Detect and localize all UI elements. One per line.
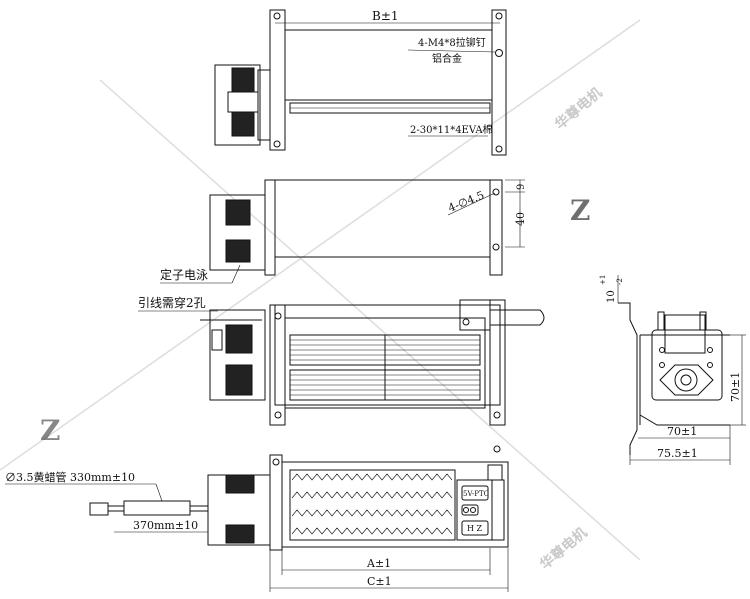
- wire-hole-note: 引线需穿2孔: [138, 295, 206, 310]
- front-view: 9 40 4-∅4.5 定子电泳: [160, 179, 527, 284]
- ptc-label: 5V-PTC: [463, 490, 489, 498]
- tol-up-label: +1: [599, 275, 607, 285]
- watermark-z-mark: Z: [570, 194, 590, 227]
- rivet-note: 4-M4*8拉铆钉: [418, 36, 486, 49]
- dim-10-label: 10: [606, 290, 617, 303]
- watermark-text: 华尊电机: [552, 84, 606, 133]
- dim-total-label: 75.5±1: [657, 447, 698, 460]
- bottom-view: 5V-PTC H Z ∅3.5黄蜡管 330mm±10 370mm±10 A±1…: [5, 445, 509, 592]
- hole-note: 4-∅4.5: [446, 189, 486, 215]
- blower-wheel: [289, 334, 481, 401]
- tol-down-label: -2: [616, 278, 624, 285]
- dim-b-label: B±1: [372, 9, 399, 23]
- side-view: 10 +1 -2 70±1 70±1 75.5±1: [599, 275, 746, 465]
- dim-40-label: 40: [514, 212, 527, 226]
- dim-9-label: 9: [516, 184, 527, 190]
- rear-view: 引线需穿2孔: [138, 295, 545, 426]
- material-note: 铝合金: [432, 52, 462, 65]
- dim-width-label: 70±1: [667, 425, 697, 438]
- watermark-text: 华尊电机: [537, 524, 591, 573]
- stator-note: 定子电泳: [160, 267, 208, 282]
- eva-note: 2-30*11*4EVA棉: [410, 123, 493, 136]
- dim-a-label: A±1: [366, 557, 391, 570]
- top-view: B±1 4-M4*8拉铆钉 铝合金 2-30*11*4EVA棉: [214, 9, 507, 156]
- watermark-z-mark: Z: [40, 414, 60, 447]
- dim-height-label: 70±1: [729, 372, 742, 402]
- tube-note: ∅3.5黄蜡管 330mm±10: [5, 470, 135, 484]
- dim-c-label: C±1: [367, 575, 392, 588]
- wire-length-label: 370mm±10: [133, 519, 198, 532]
- hz-label: H Z: [467, 524, 483, 533]
